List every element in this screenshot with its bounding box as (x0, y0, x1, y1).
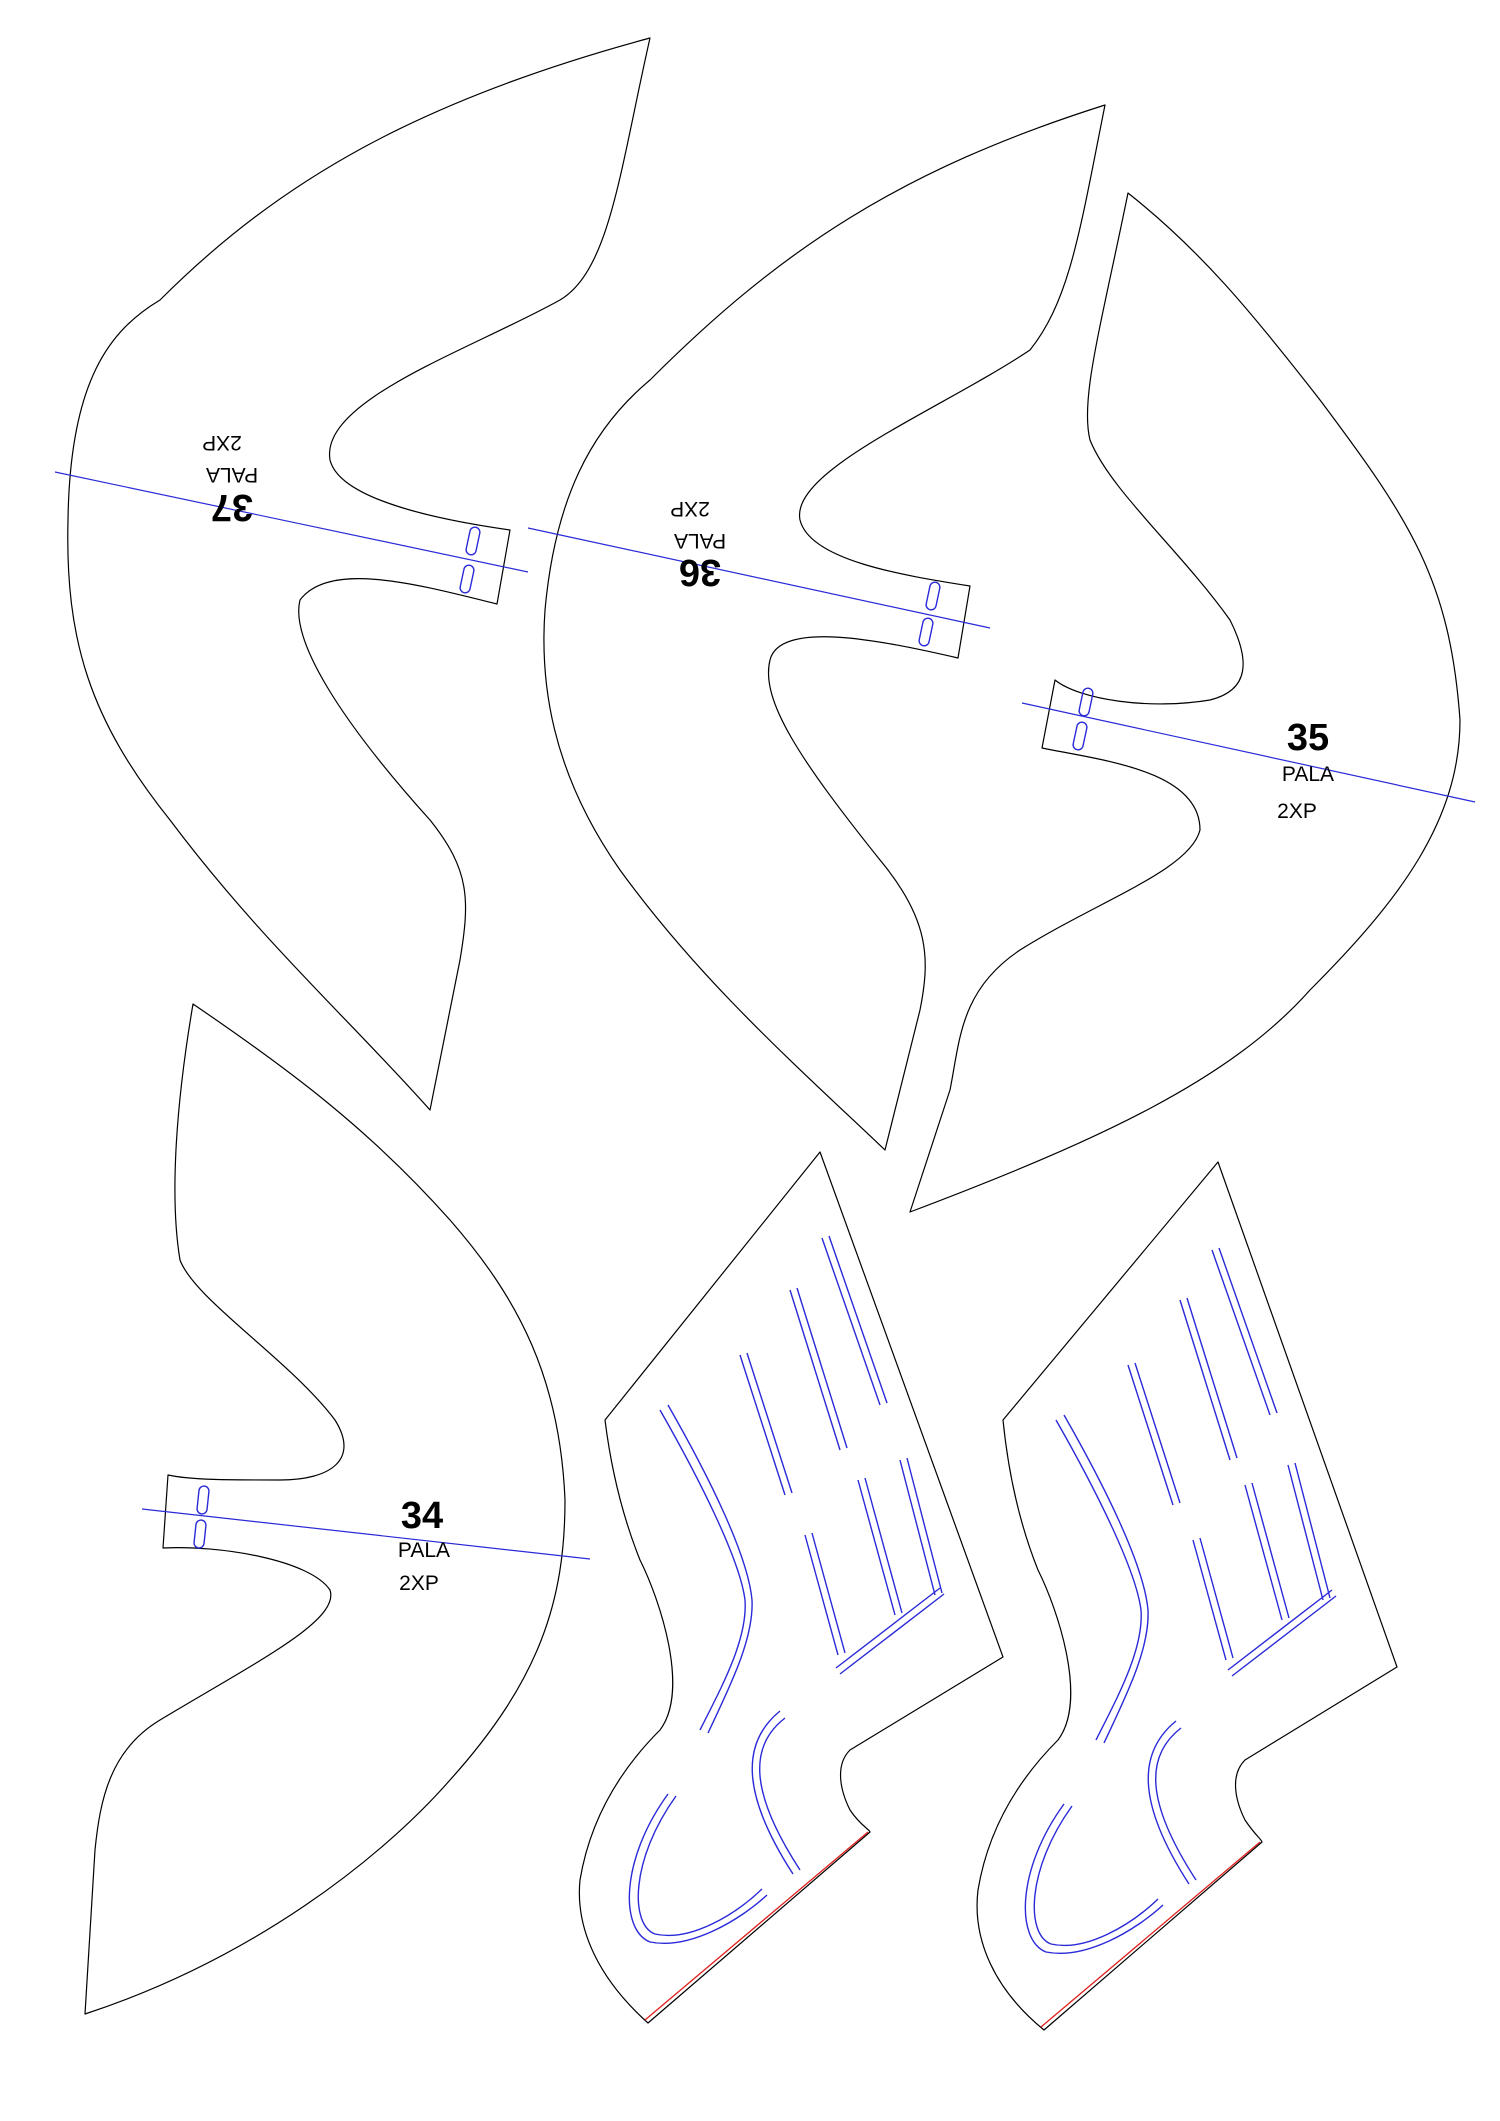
boot-piece-left-stitch-lines (628, 1235, 945, 1944)
stitch-line (1063, 1414, 1149, 1744)
stitch-line (659, 1409, 746, 1731)
piece-36-quantity: 2XP (670, 497, 710, 520)
pattern-piece-35: 35 PALA 2XP (909, 192, 1476, 1213)
stitch-line (667, 1404, 753, 1734)
pattern-piece-34: 34 PALA 2XP (84, 1003, 591, 2015)
piece-34-axis-line (141, 1508, 591, 1560)
piece-34-slot-1 (196, 1485, 210, 1515)
piece-36-axis-line (527, 527, 991, 629)
stitch-line (637, 1795, 763, 1936)
stitch-line (1127, 1364, 1174, 1506)
piece-35-size: 35 (1287, 717, 1329, 759)
piece-37-quantity: 2XP (202, 431, 242, 454)
stitch-line (739, 1354, 786, 1496)
stitch-line (828, 1235, 888, 1404)
piece-37-slot-1 (465, 526, 481, 556)
piece-34-quantity: 2XP (399, 1572, 439, 1595)
piece-34-outline (84, 1003, 566, 2015)
piece-36-slot-1 (925, 581, 941, 611)
stitch-line (751, 1710, 794, 1875)
stitch-line (1294, 1462, 1331, 1599)
stitch-line (1227, 1589, 1333, 1671)
stitch-line (1024, 1803, 1164, 1954)
boot-piece-right-hem-line (1040, 1841, 1261, 2028)
stitch-line (796, 1287, 848, 1449)
stitch-line (1231, 1595, 1337, 1677)
piece-34-slot-2 (193, 1519, 207, 1549)
stitch-line (811, 1532, 846, 1654)
stitch-line (906, 1457, 943, 1594)
boot-piece-left-outline (578, 1151, 1004, 2024)
stitch-line (1033, 1805, 1159, 1946)
piece-36-size: 36 (679, 551, 721, 593)
stitch-line (821, 1237, 881, 1406)
piece-34-piece-name: PALA (398, 1539, 450, 1562)
stitch-line (1244, 1484, 1283, 1621)
piece-37-outline (67, 37, 651, 1111)
stitch-line (1218, 1247, 1278, 1414)
stitch-line (1147, 1720, 1190, 1885)
stitch-line (899, 1459, 936, 1596)
stitch-line (839, 1593, 945, 1675)
stitch-line (628, 1793, 768, 1944)
piece-36-slot-2 (918, 617, 934, 647)
pattern-piece-37: 37 PALA 2XP (54, 37, 651, 1111)
stitch-line (857, 1479, 896, 1616)
stitch-line (1179, 1299, 1231, 1461)
stitch-line (1211, 1249, 1271, 1416)
piece-34-size: 34 (401, 1495, 443, 1537)
stitch-line (789, 1289, 841, 1451)
boot-piece-right-stitch-lines (1024, 1247, 1337, 1954)
pattern-piece-36: 36 PALA 2XP (527, 104, 1106, 1151)
piece-35-slot-2 (1072, 721, 1088, 751)
boot-piece-right-outline (976, 1161, 1398, 2031)
piece-37-piece-name: PALA (206, 463, 258, 486)
stitch-line (1055, 1419, 1142, 1741)
stitch-line (1192, 1539, 1227, 1661)
piece-37-size: 37 (211, 486, 253, 528)
piece-35-slot-1 (1078, 687, 1094, 717)
stitch-line (746, 1352, 793, 1494)
stitch-line (804, 1534, 839, 1656)
stitch-line (1155, 1727, 1197, 1881)
piece-37-slot-2 (459, 564, 475, 594)
stitch-line (1134, 1362, 1181, 1504)
boot-piece-right (976, 1161, 1398, 2031)
piece-35-quantity: 2XP (1277, 800, 1317, 823)
stitch-line (864, 1477, 903, 1614)
boot-piece-left (578, 1151, 1004, 2024)
stitch-line (1251, 1482, 1290, 1619)
stitch-line (1186, 1297, 1238, 1459)
piece-36-piece-name: PALA (674, 529, 726, 552)
piece-36-outline (543, 104, 1106, 1151)
piece-35-axis-line (1021, 702, 1476, 803)
stitch-line (835, 1587, 941, 1669)
boot-piece-left-hem-line (644, 1831, 869, 2021)
piece-37-axis-line (54, 471, 529, 573)
stitch-line (1199, 1537, 1234, 1659)
piece-35-piece-name: PALA (1282, 763, 1334, 786)
piece-35-outline (909, 192, 1461, 1213)
stitch-line (759, 1717, 801, 1871)
stitch-line (1287, 1464, 1324, 1601)
